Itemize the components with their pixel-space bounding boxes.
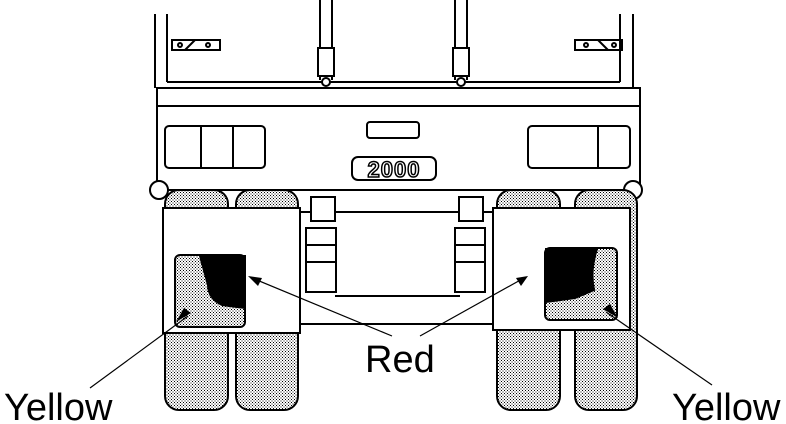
label-red: Red: [365, 339, 435, 381]
tail-light-left: [164, 125, 266, 169]
license-plate: [351, 156, 437, 181]
label-yellow-left: Yellow: [4, 387, 113, 424]
shock-absorber-right: [454, 196, 486, 293]
door-hinge-right: [574, 39, 623, 51]
plate-text: 2000: [368, 157, 421, 182]
rear-lamp-right: [544, 247, 618, 321]
cargo-body: [154, 0, 634, 88]
marker-light-left: [149, 180, 169, 200]
door-hinge-left: [171, 39, 221, 51]
callout-lines: [89, 277, 713, 389]
arrowheads: [176, 276, 618, 322]
plate-light: [366, 121, 420, 139]
shock-absorber-left: [305, 196, 337, 293]
label-yellow-right: Yellow: [672, 387, 781, 424]
tail-light-right: [527, 125, 631, 169]
rear-lamp-left: [174, 254, 246, 328]
rear-bumper-band: [156, 87, 641, 107]
